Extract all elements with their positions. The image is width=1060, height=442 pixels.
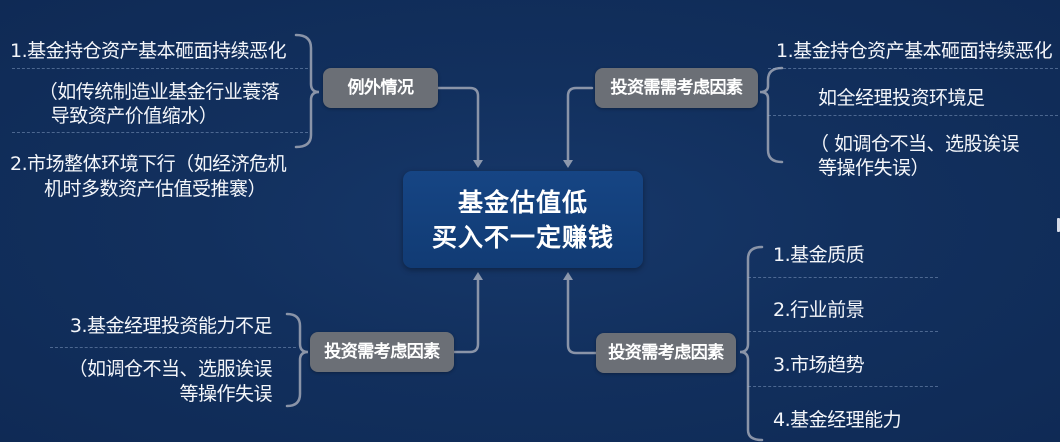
central-topic-line1: 基金估值低 xyxy=(457,187,588,217)
factor-bl-item-1: 3.基金经理投资能力不足 xyxy=(69,315,273,337)
separator xyxy=(748,277,938,278)
factor-bl-item-2-line2: 等操作失误 xyxy=(179,383,272,405)
exception-item-2-line1: 2.市场整体环境下行（如经济危机 xyxy=(10,153,287,175)
factors-label-node-top-right[interactable]: 投资需需考虑因素 xyxy=(595,68,758,108)
exception-item-1: 1.基金持仓资产基本砸面持续恶化 xyxy=(10,40,287,62)
factor-bl-item-2-line1: （如调仓不当、选服诶误 xyxy=(68,358,272,380)
edge-handle xyxy=(1057,218,1060,232)
factor-br-item-4: 4.基金经理能力 xyxy=(773,409,902,431)
factor-br-item-1: 1.基金质质 xyxy=(773,244,865,266)
factor-tr-item-2: 如全经理投资环境足 xyxy=(818,87,985,109)
central-topic-line2: 买入不一定赚钱 xyxy=(431,222,614,252)
exception-item-2-line2: 机时多数资产估值受推褰） xyxy=(43,178,267,200)
separator xyxy=(748,331,938,332)
separator xyxy=(50,347,296,348)
factor-br-item-3: 3.市场趋势 xyxy=(773,354,865,376)
separator xyxy=(12,68,308,69)
factor-tr-item-3-line1: （ 如调仓不当、选股诶误 xyxy=(810,133,1020,155)
separator xyxy=(748,386,938,387)
exception-item-1-detail-line1: （如传统制造业基金行业蓑落 xyxy=(38,81,280,103)
separator xyxy=(768,115,1058,116)
factor-tr-item-3-line2: 等操作失误） xyxy=(818,157,930,179)
factor-br-item-2: 2.行业前景 xyxy=(773,299,865,321)
separator xyxy=(12,132,308,133)
factors-label-node-bottom-left[interactable]: 投资需考虑因素 xyxy=(310,332,454,372)
central-topic-node[interactable]: 基金估值低 买入不一定赚钱 xyxy=(403,171,643,268)
exceptions-label-node[interactable]: 例外情况 xyxy=(323,68,438,108)
separator xyxy=(768,68,1058,69)
factor-tr-item-1: 1.基金持仓资产基本砸面持续恶化 xyxy=(776,40,1053,62)
factors-label-node-bottom-right[interactable]: 投资需考虑因素 xyxy=(596,333,736,373)
exception-item-1-detail-line2: 导致资产价值缩水） xyxy=(50,105,218,127)
